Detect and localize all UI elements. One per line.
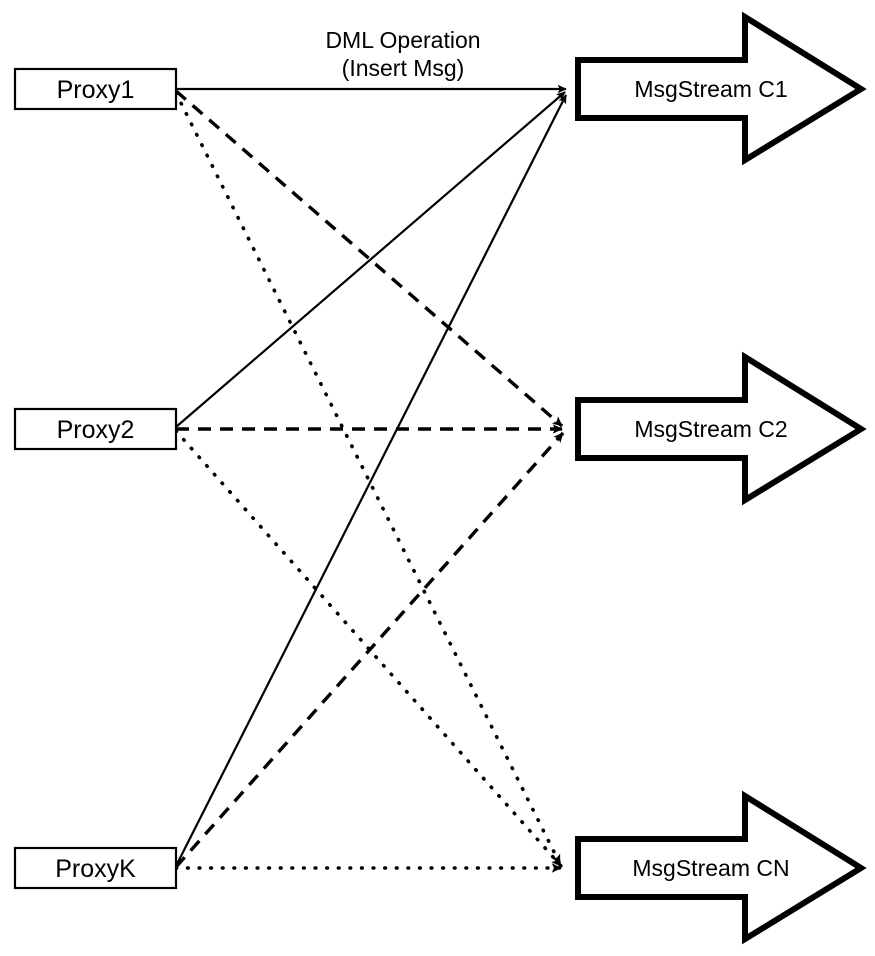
link-proxy1-to-cn[interactable]	[174, 91, 562, 866]
edge-label-dml-operation: DML Operation (Insert Msg)	[325, 27, 480, 81]
link-proxyK-to-c2[interactable]	[174, 431, 565, 869]
proxy-box-rect[interactable]	[13, 407, 178, 451]
proxy-label: ProxyK	[55, 855, 136, 883]
link-proxy2-to-c1[interactable]	[175, 91, 566, 428]
stream-node-cn[interactable]: MsgStream CN	[575, 790, 867, 945]
edge-label-line1: DML Operation	[325, 27, 480, 53]
link-proxy2-to-cn[interactable]	[174, 429, 563, 868]
proxy-label: Proxy2	[57, 416, 135, 444]
block-arrow-shape[interactable]	[575, 11, 867, 166]
link-proxyK-to-c1[interactable]	[175, 94, 567, 867]
link-group-proxy1	[174, 84, 567, 866]
proxy-label: Proxy1	[57, 76, 135, 104]
proxy-node-proxy2[interactable]: Proxy2	[13, 407, 178, 451]
link-proxy1-to-c2[interactable]	[174, 89, 564, 428]
proxy-box-rect[interactable]	[13, 67, 178, 111]
proxy-node-proxyK[interactable]: ProxyK	[13, 846, 178, 890]
proxy-node-proxy1[interactable]: Proxy1	[13, 67, 178, 111]
link-group-proxy2	[174, 91, 566, 868]
stream-label: MsgStream C2	[634, 416, 787, 442]
block-arrow-shape[interactable]	[575, 790, 867, 945]
link-group-proxyK	[174, 94, 567, 873]
stream-label: MsgStream CN	[632, 855, 789, 881]
stream-label: MsgStream C1	[634, 76, 787, 102]
edge-label-line2: (Insert Msg)	[342, 55, 465, 81]
stream-node-c1[interactable]: MsgStream C1	[575, 11, 867, 166]
stream-node-c2[interactable]: MsgStream C2	[575, 351, 867, 506]
block-arrow-shape[interactable]	[575, 351, 867, 506]
proxy-box-rect[interactable]	[13, 846, 178, 890]
